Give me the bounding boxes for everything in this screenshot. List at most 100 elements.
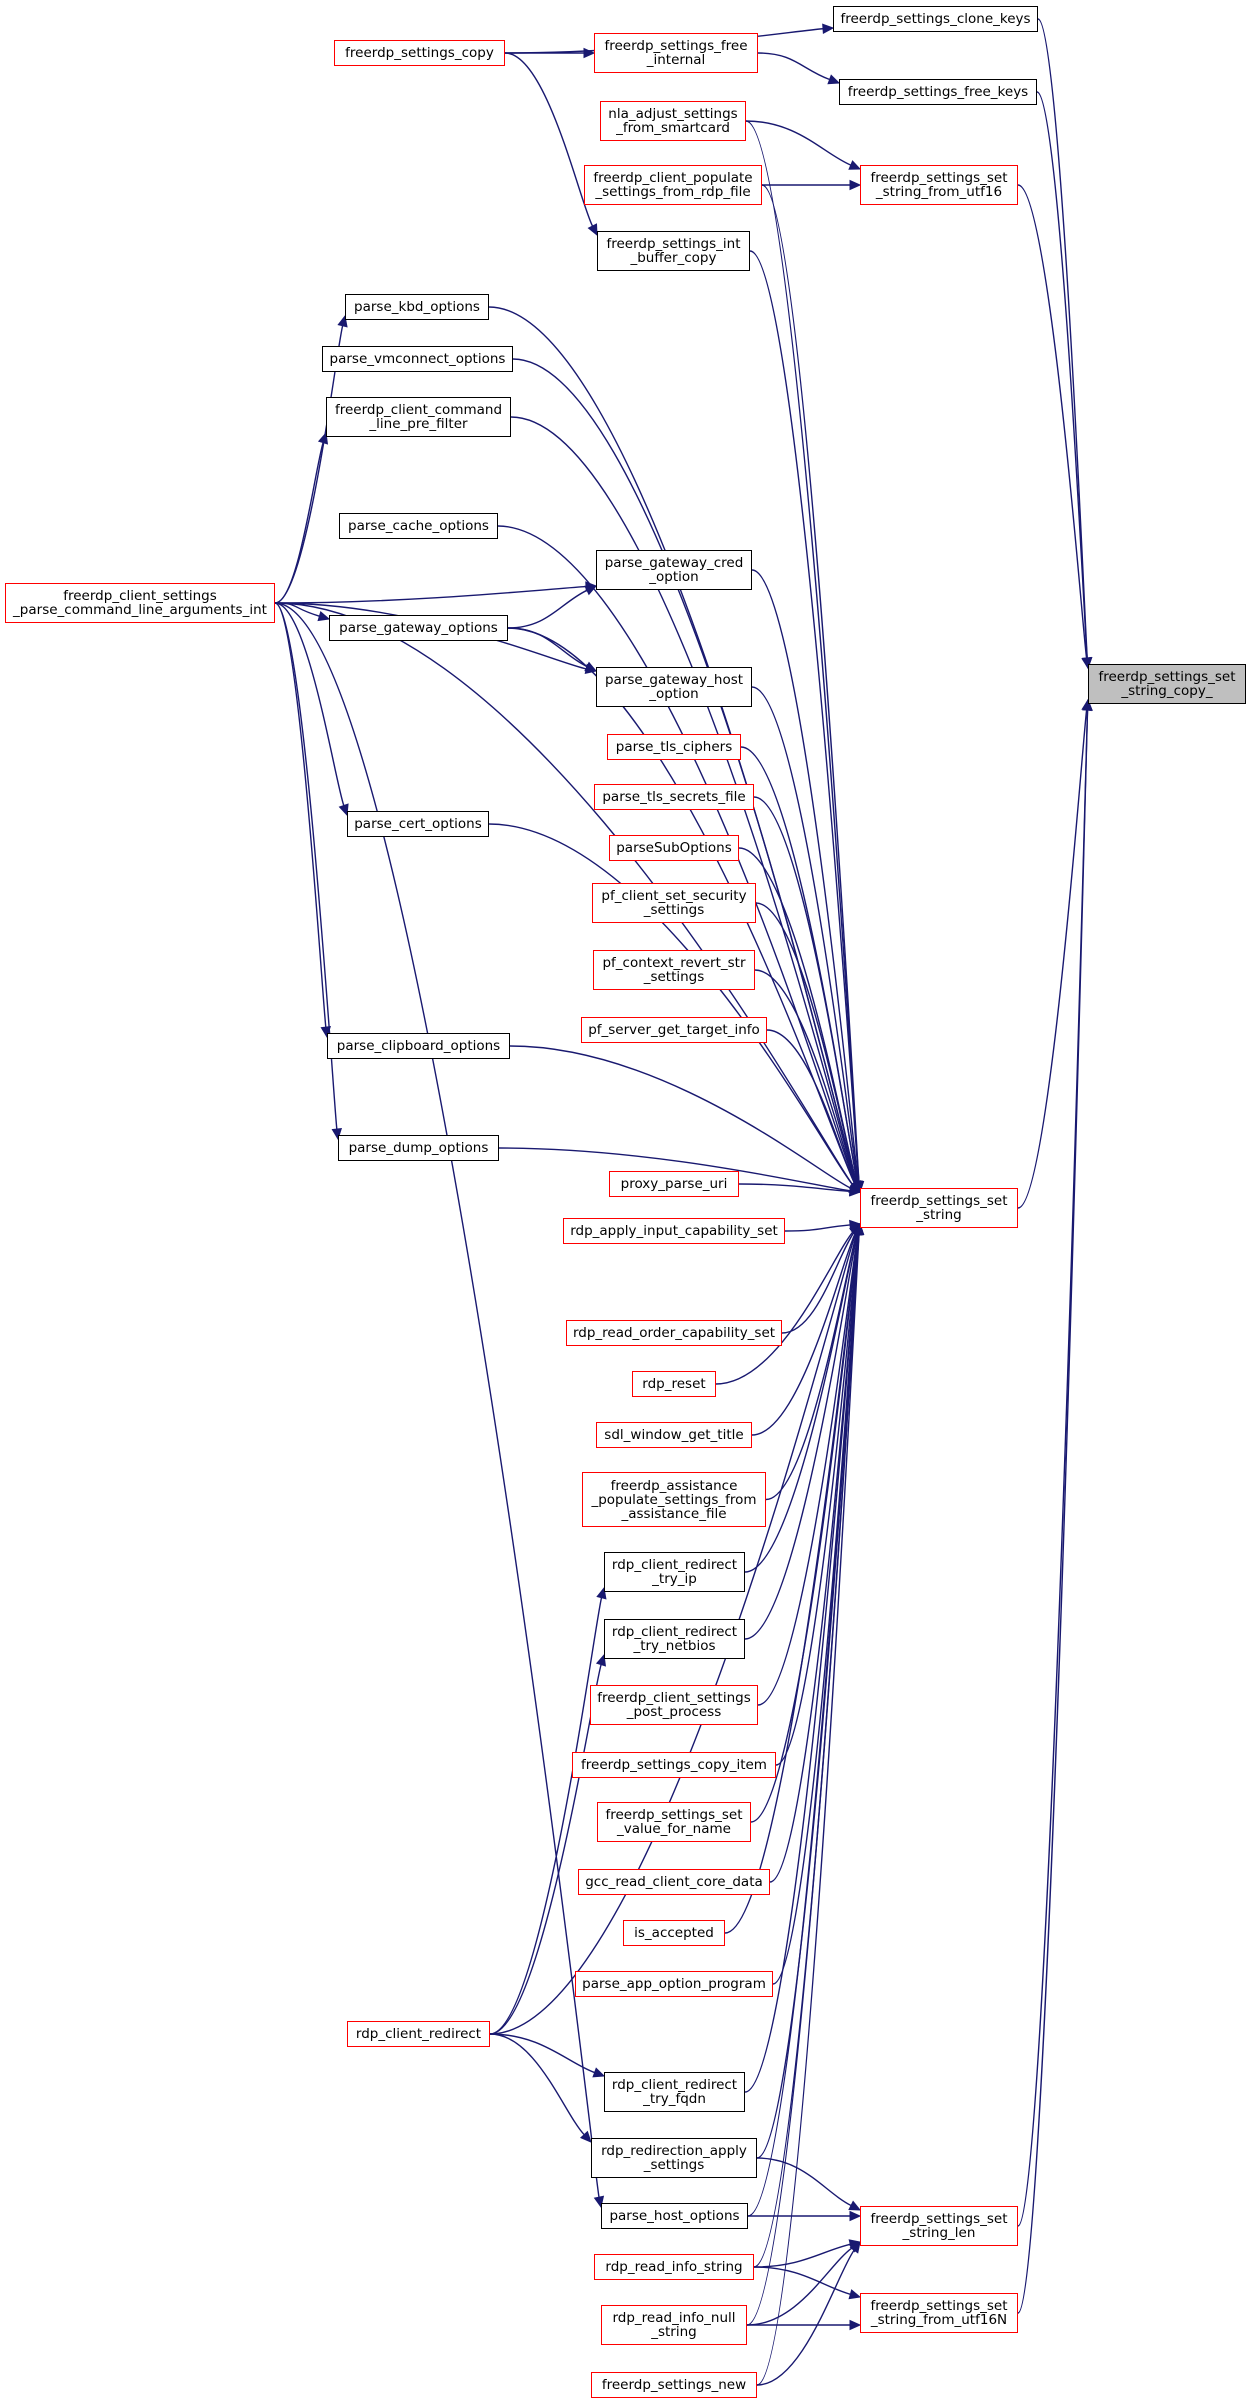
node-vmconnect[interactable]: parse_vmconnect_options bbox=[322, 346, 513, 372]
node-info-string[interactable]: rdp_read_info_string bbox=[594, 2254, 754, 2280]
node-clipboard[interactable]: parse_clipboard_options bbox=[327, 1033, 510, 1059]
node-post-process[interactable]: freerdp_client_settings _post_process bbox=[590, 1685, 758, 1725]
node-free-keys[interactable]: freerdp_settings_free_keys bbox=[839, 79, 1037, 105]
edge-arrowhead bbox=[596, 1586, 607, 1600]
node-info-null-string[interactable]: rdp_read_info_null _string bbox=[601, 2305, 747, 2345]
node-redirection-apply[interactable]: rdp_redirection_apply _settings bbox=[591, 2138, 757, 2178]
edge-gw-host-to-set-string bbox=[751, 686, 859, 1183]
edge-redir-fqdn-to-set-string bbox=[744, 1233, 860, 2093]
edge-set-string-from-utf16n-to-target bbox=[1017, 709, 1089, 2314]
node-set-string-from-utf16[interactable]: freerdp_settings_set _string_from_utf16 bbox=[860, 165, 1018, 205]
edge-redir-netbios-to-set-string bbox=[744, 1233, 859, 1640]
edge-sdl-title-to-set-string bbox=[751, 1232, 857, 1436]
edge-proxy-uri-to-set-string bbox=[738, 1183, 851, 1193]
edge-nla-adjust-to-set-string-from-utf16 bbox=[745, 120, 852, 166]
edge-parse-cli-to-cmdline-prefilter bbox=[274, 442, 324, 604]
node-set-string-from-utf16n[interactable]: freerdp_settings_set _string_from_utf16N bbox=[860, 2293, 1018, 2333]
edge-arrowhead bbox=[595, 1653, 607, 1667]
edge-set-string-from-utf16-to-target bbox=[1017, 184, 1088, 659]
node-client-redirect[interactable]: rdp_client_redirect bbox=[347, 2021, 490, 2047]
node-cmdline-prefilter[interactable]: freerdp_client_command _line_pre_filter bbox=[326, 397, 511, 437]
node-redir-netbios[interactable]: rdp_client_redirect _try_netbios bbox=[604, 1619, 745, 1659]
edge-arrowhead bbox=[317, 431, 329, 445]
node-int-buffer-copy[interactable]: freerdp_settings_int _buffer_copy bbox=[597, 231, 750, 271]
node-gw-host[interactable]: parse_gateway_host _option bbox=[596, 667, 752, 707]
edge-copy-item-to-set-string bbox=[775, 1233, 860, 1766]
node-clone-keys[interactable]: freerdp_settings_clone_keys bbox=[833, 6, 1038, 32]
node-suboptions[interactable]: parseSubOptions bbox=[609, 835, 739, 861]
edge-arrowhead bbox=[853, 1222, 865, 1235]
edge-arrowhead bbox=[848, 2289, 862, 2300]
node-pf-revert[interactable]: pf_context_revert_str _settings bbox=[593, 950, 755, 990]
edge-arrowhead bbox=[583, 47, 596, 59]
node-cache[interactable]: parse_cache_options bbox=[339, 513, 498, 539]
node-app-program[interactable]: parse_app_option_program bbox=[575, 1971, 773, 1997]
node-tls-secrets[interactable]: parse_tls_secrets_file bbox=[594, 784, 754, 810]
edge-arrowhead bbox=[849, 1186, 862, 1197]
node-copy[interactable]: freerdp_settings_copy bbox=[334, 40, 505, 66]
edge-pf-security-to-set-string bbox=[755, 902, 858, 1183]
node-redir-ip[interactable]: rdp_client_redirect _try_ip bbox=[604, 1552, 745, 1592]
edge-cert-to-set-string bbox=[488, 823, 854, 1186]
node-rdp-reset[interactable]: rdp_reset bbox=[632, 1371, 716, 1397]
edge-arrowhead bbox=[1081, 656, 1092, 670]
node-host[interactable]: parse_host_options bbox=[601, 2203, 748, 2229]
node-gateway[interactable]: parse_gateway_options bbox=[329, 615, 508, 641]
node-cert[interactable]: parse_cert_options bbox=[347, 811, 489, 837]
edge-arrowhead bbox=[827, 74, 841, 85]
node-tls-ciphers[interactable]: parse_tls_ciphers bbox=[607, 734, 741, 760]
node-target: freerdp_settings_set _string_copy_ bbox=[1088, 664, 1246, 704]
node-set-string-len[interactable]: freerdp_settings_set _string_len bbox=[860, 2206, 1018, 2246]
edge-arrowhead bbox=[337, 314, 348, 328]
node-pf-target[interactable]: pf_server_get_target_info bbox=[581, 1017, 767, 1043]
node-copy-item[interactable]: freerdp_settings_copy_item bbox=[572, 1752, 776, 1778]
node-assistance[interactable]: freerdp_assistance _populate_settings_fr… bbox=[582, 1472, 766, 1527]
edge-redirection-apply-to-set-string bbox=[756, 1233, 860, 2159]
edge-arrowhead bbox=[587, 223, 598, 237]
node-nla-adjust[interactable]: nla_adjust_settings _from_smartcard bbox=[600, 101, 746, 141]
node-set-string[interactable]: freerdp_settings_set _string bbox=[860, 1188, 1018, 1228]
edge-arrowhead bbox=[849, 2319, 862, 2331]
edge-order-cap-to-set-string bbox=[781, 1231, 855, 1334]
node-proxy-uri[interactable]: proxy_parse_uri bbox=[609, 1171, 739, 1197]
node-parse-cli[interactable]: freerdp_client_settings _parse_command_l… bbox=[5, 583, 275, 623]
edge-info-null-string-to-set-string bbox=[746, 1233, 860, 2326]
node-value-for-name[interactable]: freerdp_settings_set _value_for_name bbox=[597, 1802, 751, 1842]
node-settings-new[interactable]: freerdp_settings_new bbox=[591, 2372, 757, 2398]
edge-arrowhead bbox=[822, 23, 835, 35]
node-kbd[interactable]: parse_kbd_options bbox=[345, 294, 489, 320]
edge-arrowhead bbox=[338, 803, 349, 817]
node-input-cap[interactable]: rdp_apply_input_capability_set bbox=[563, 1218, 785, 1244]
edge-vmconnect-to-set-string bbox=[512, 358, 857, 1184]
edge-gateway-to-gw-cred bbox=[507, 589, 588, 629]
edge-arrowhead bbox=[849, 2241, 861, 2254]
edge-parse-cli-to-cert bbox=[274, 602, 345, 806]
edge-populate-rdp-to-set-string bbox=[761, 184, 860, 1183]
edge-post-process-to-set-string bbox=[757, 1233, 859, 1706]
edge-info-string-to-set-string-from-utf16n bbox=[753, 2266, 851, 2295]
edge-info-null-string-to-set-string-len bbox=[746, 2247, 853, 2326]
node-dump[interactable]: parse_dump_options bbox=[338, 1135, 499, 1161]
edge-is-accepted-to-set-string bbox=[724, 1233, 859, 1934]
edge-arrowhead bbox=[579, 2130, 592, 2143]
edge-arrowhead bbox=[320, 1025, 331, 1039]
edge-arrowhead bbox=[849, 179, 862, 191]
node-is-accepted[interactable]: is_accepted bbox=[623, 1920, 725, 1946]
edge-dump-to-set-string bbox=[498, 1147, 851, 1192]
edge-set-string-to-target bbox=[1017, 709, 1088, 1209]
node-pf-security[interactable]: pf_client_set_security _settings bbox=[592, 883, 756, 923]
edge-parse-cli-to-clipboard bbox=[274, 602, 327, 1028]
edge-redirection-apply-to-set-string-len bbox=[756, 2157, 852, 2207]
node-gw-cred[interactable]: parse_gateway_cred _option bbox=[596, 550, 752, 590]
node-free-internal[interactable]: freerdp_settings_free _internal bbox=[594, 33, 758, 73]
edge-arrowhead bbox=[849, 2210, 862, 2222]
node-gcc-core[interactable]: gcc_read_client_core_data bbox=[578, 1869, 770, 1895]
node-order-cap[interactable]: rdp_read_order_capability_set bbox=[566, 1320, 782, 1346]
edge-arrowhead bbox=[1082, 698, 1093, 711]
node-redir-fqdn[interactable]: rdp_client_redirect _try_fqdn bbox=[604, 2072, 745, 2112]
node-populate-rdp[interactable]: freerdp_client_populate _settings_from_r… bbox=[584, 165, 762, 205]
edge-client-redirect-to-redir-fqdn bbox=[489, 2033, 595, 2074]
edge-set-string-len-to-target bbox=[1017, 709, 1089, 2227]
edge-parse-cli-to-host bbox=[274, 602, 600, 2198]
node-sdl-title[interactable]: sdl_window_get_title bbox=[596, 1422, 752, 1448]
